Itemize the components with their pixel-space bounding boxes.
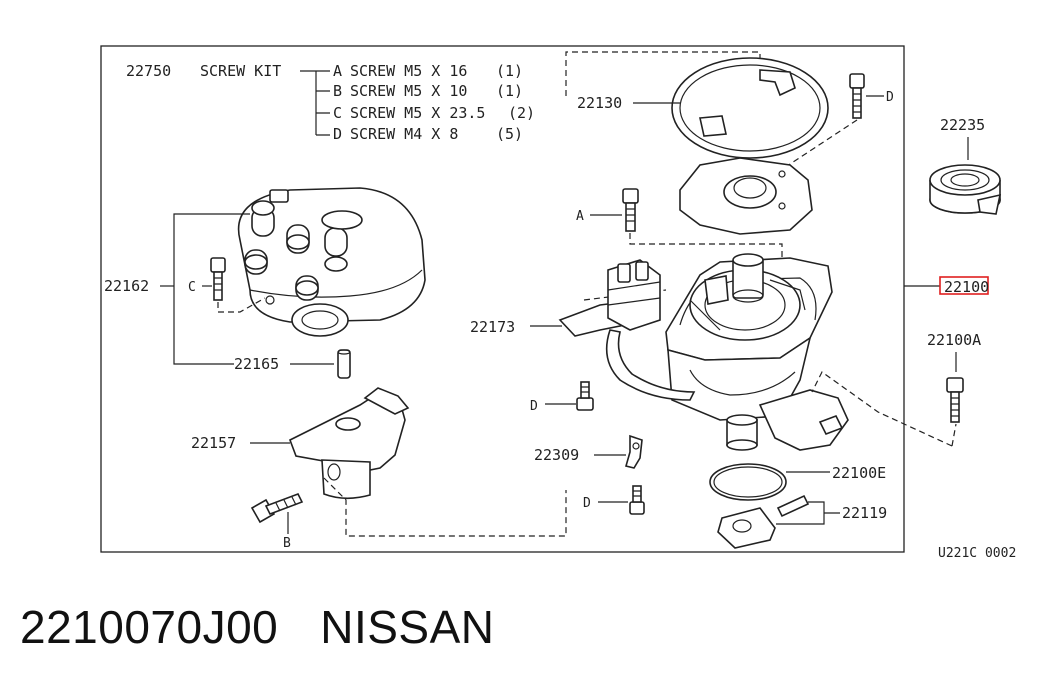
distributor-cap-22162 [237,187,426,337]
screw-letter-d: D [886,90,894,105]
rotor-head-22157: 22157 [191,387,410,500]
screw-a: A [576,188,783,270]
callout-22162: 22162 [104,277,149,295]
screw-kit-item-qty: (2) [508,104,535,122]
screw-letter-a: A [576,209,584,224]
coupling-22119: 22119 [717,494,887,549]
screw-letter-c: C [188,280,196,295]
cap-seal-22235: 22235 [929,116,1002,215]
callout-22130: 22130 [577,94,622,112]
callout-22157: 22157 [191,434,236,452]
screw-kit-item-qty: (1) [496,82,523,100]
screw-d-bottom: D [583,485,645,515]
brand-name: NISSAN [320,601,495,653]
screw-kit-item-letter: D [333,125,342,143]
clip-22309: 22309 [534,434,643,469]
screw-kit-item-desc: SCREW M5 X 16 [350,62,467,80]
callout-22309: 22309 [534,446,579,464]
callout-22235: 22235 [940,116,985,134]
callout-22100A: 22100A [927,331,981,349]
screw-kit-item-letter: B [333,82,342,100]
screw-kit-item-desc: SCREW M5 X 23.5 [350,104,485,122]
callout-22173: 22173 [470,318,515,336]
diagram-frame [100,45,905,553]
screw-kit-item-desc: SCREW M5 X 10 [350,82,467,100]
screw-c: C [188,257,266,313]
callout-22100: 22100 [944,278,989,296]
callout-22100E: 22100E [832,464,886,482]
screw-kit-item-qty: (1) [496,62,523,80]
diagram-code: U221C 0002 [938,546,1016,561]
screw-d-mid: D [530,381,594,414]
screw-d-top: D [783,73,894,169]
o-ring-22100E: 22100E [709,463,886,501]
callout-22119: 22119 [842,504,887,522]
screw-kit-part-number: 22750 [126,62,171,80]
seal-ring-22130: 22130 [565,51,829,159]
screw-letter-b: B [283,536,291,551]
screw-kit-item-letter: C [333,104,342,122]
carbon-pin-22165: 22165 [234,349,351,379]
screw-22100A: 22100A [811,331,981,447]
screw-kit-name: SCREW KIT [200,62,281,80]
callout-22100-highlight: 22100 [939,276,989,296]
screw-kit-legend: 22750 SCREW KIT A SCREW M5 X 16 (1) B SC… [126,62,535,143]
distributor-housing-22100 [665,253,940,451]
part-footer: 2210070J00 NISSAN [20,600,495,654]
screw-b: B [250,477,567,551]
part-number: 2210070J00 [20,601,279,653]
rotor-cover-plate [679,157,813,235]
screw-kit-item-letter: A [333,62,342,80]
screw-letter-d: D [583,496,591,511]
harness-connector-22173: 22173 [470,259,696,401]
screw-kit-item-desc: SCREW M4 X 8 [350,125,458,143]
screw-letter-d: D [530,399,538,414]
callout-22165: 22165 [234,355,279,373]
screw-kit-item-qty: (5) [496,125,523,143]
